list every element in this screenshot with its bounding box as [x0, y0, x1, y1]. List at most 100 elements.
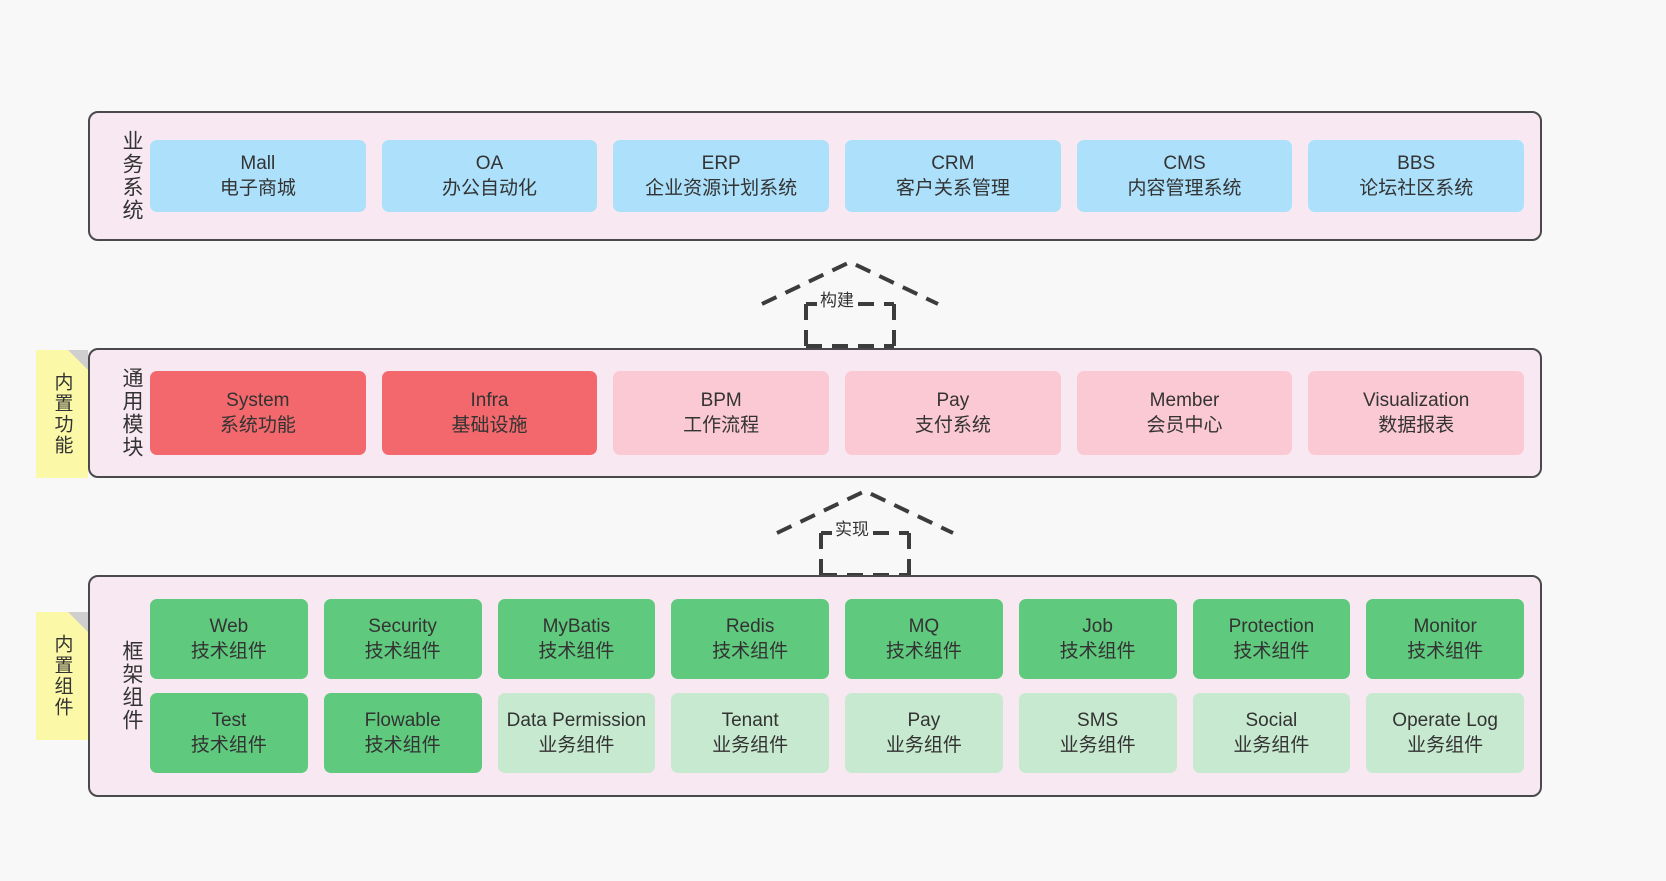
- component-card[interactable]: CRM 客户关系管理: [845, 140, 1061, 212]
- component-title: Member: [1149, 390, 1220, 411]
- component-title: Web: [209, 616, 249, 637]
- component-subtitle: 技术组件: [190, 735, 267, 756]
- connector-label-build: 构建: [817, 291, 857, 311]
- component-card[interactable]: Member 会员中心: [1076, 371, 1293, 455]
- component-subtitle: 技术组件: [712, 641, 789, 662]
- connector-label-implement: 实现: [832, 520, 872, 540]
- page-fold-icon: [68, 612, 88, 632]
- component-title: System: [226, 390, 290, 411]
- component-subtitle: 技术组件: [1059, 641, 1136, 662]
- component-card[interactable]: Visualization 数据报表: [1308, 371, 1525, 455]
- component-subtitle: 数据报表: [1378, 415, 1455, 436]
- connector-implement: 实现: [765, 485, 965, 577]
- component-card[interactable]: System 系统功能: [150, 371, 366, 455]
- component-title: Flowable: [364, 710, 441, 731]
- component-card[interactable]: Social 业务组件: [1192, 693, 1351, 773]
- component-subtitle: 论坛社区系统: [1359, 178, 1474, 199]
- component-subtitle: 业务组件: [712, 735, 789, 756]
- component-title: Social: [1245, 710, 1298, 731]
- component-subtitle: 业务组件: [538, 735, 615, 756]
- component-title: MQ: [908, 616, 940, 637]
- component-title: Data Permission: [506, 710, 647, 731]
- component-title: Operate Log: [1392, 710, 1498, 731]
- component-subtitle: 内容管理系统: [1127, 178, 1242, 199]
- component-subtitle: 业务组件: [1233, 735, 1310, 756]
- component-subtitle: 业务组件: [1059, 735, 1136, 756]
- component-title: Monitor: [1413, 616, 1477, 637]
- component-subtitle: 客户关系管理: [895, 178, 1010, 199]
- component-card[interactable]: Web 技术组件: [150, 599, 308, 679]
- component-subtitle: 工作流程: [683, 415, 760, 436]
- component-card[interactable]: SMS 业务组件: [1018, 693, 1177, 773]
- generalization-arrow-icon: [761, 259, 939, 348]
- component-subtitle: 技术组件: [364, 735, 441, 756]
- generalization-arrow-icon: [776, 488, 954, 577]
- component-card[interactable]: BPM 工作流程: [613, 371, 830, 455]
- component-subtitle: 支付系统: [914, 415, 991, 436]
- component-card[interactable]: Security 技术组件: [323, 599, 482, 679]
- component-title: Mall: [240, 153, 276, 174]
- component-title: BPM: [700, 390, 742, 411]
- component-card[interactable]: Flowable 技术组件: [323, 693, 482, 773]
- component-subtitle: 技术组件: [1233, 641, 1310, 662]
- component-subtitle: 技术组件: [190, 641, 267, 662]
- sticky-note-builtin-functions: 内置功能: [36, 350, 88, 478]
- component-card[interactable]: Operate Log 业务组件: [1366, 693, 1524, 773]
- component-title: SMS: [1077, 710, 1119, 731]
- component-subtitle: 系统功能: [219, 415, 296, 436]
- component-card[interactable]: MyBatis 技术组件: [497, 599, 656, 679]
- component-title: Pay: [936, 390, 970, 411]
- layer-label-common-modules: 通用模块: [120, 367, 143, 459]
- component-card[interactable]: CMS 内容管理系统: [1076, 140, 1293, 212]
- component-subtitle: 基础设施: [451, 415, 528, 436]
- component-title: Tenant: [721, 710, 779, 731]
- component-subtitle: 业务组件: [885, 735, 962, 756]
- component-title: ERP: [701, 153, 741, 174]
- component-title: MyBatis: [542, 616, 611, 637]
- component-title: Test: [211, 710, 247, 731]
- component-title: Visualization: [1363, 390, 1470, 411]
- component-subtitle: 电子商城: [219, 178, 296, 199]
- component-card[interactable]: Redis 技术组件: [671, 599, 829, 679]
- component-title: CMS: [1163, 153, 1206, 174]
- component-card[interactable]: Monitor 技术组件: [1366, 599, 1524, 679]
- component-subtitle: 企业资源计划系统: [645, 178, 798, 199]
- component-card[interactable]: Job 技术组件: [1018, 599, 1177, 679]
- component-card[interactable]: Test 技术组件: [150, 693, 308, 773]
- component-subtitle: 技术组件: [538, 641, 615, 662]
- component-subtitle: 会员中心: [1146, 415, 1223, 436]
- sticky-note-label: 内置功能: [51, 372, 73, 456]
- layer-label-business-systems: 业务系统: [120, 130, 143, 222]
- component-card[interactable]: Mall 电子商城: [150, 140, 366, 212]
- connector-build: 构建: [750, 256, 950, 348]
- component-card[interactable]: Tenant 业务组件: [671, 693, 829, 773]
- layer-label-framework-components: 框架组件: [120, 640, 143, 732]
- component-title: Security: [368, 616, 437, 637]
- component-card[interactable]: Pay 支付系统: [845, 371, 1061, 455]
- component-title: Redis: [725, 616, 775, 637]
- component-subtitle: 技术组件: [364, 641, 441, 662]
- component-title: CRM: [931, 153, 975, 174]
- component-card[interactable]: Data Permission 业务组件: [497, 693, 656, 773]
- page-fold-icon: [68, 350, 88, 370]
- component-subtitle: 技术组件: [1407, 641, 1484, 662]
- component-subtitle: 业务组件: [1407, 735, 1484, 756]
- component-card[interactable]: ERP 企业资源计划系统: [613, 140, 830, 212]
- component-title: Job: [1082, 616, 1113, 637]
